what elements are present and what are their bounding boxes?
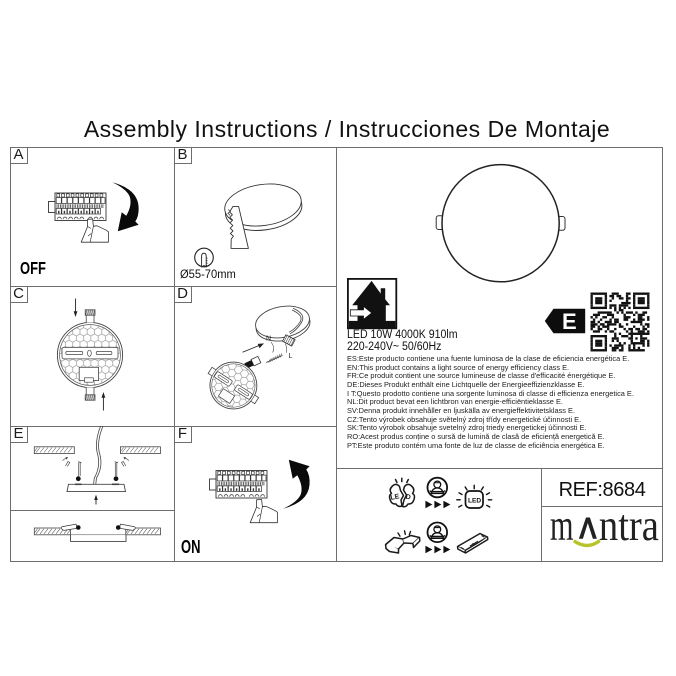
svg-text:L: L	[289, 353, 293, 360]
svg-text:E: E	[562, 309, 577, 334]
svg-text:LE: LE	[390, 493, 401, 502]
svg-text:LED: LED	[468, 498, 481, 505]
svg-text:m: m	[550, 507, 574, 550]
svg-text:ntra: ntra	[599, 507, 659, 550]
svg-text:D: D	[405, 494, 411, 502]
svg-text:N: N	[266, 336, 271, 343]
